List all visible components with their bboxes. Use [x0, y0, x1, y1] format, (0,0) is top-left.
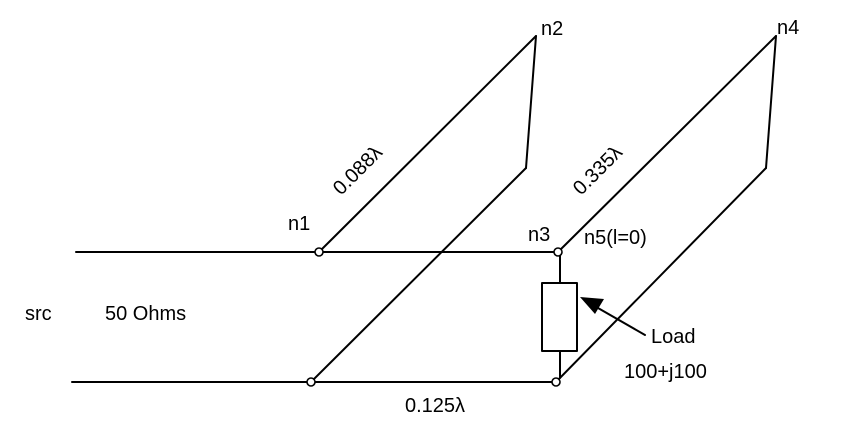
- stub2-short-end: [765, 35, 777, 169]
- source-label: src: [25, 303, 52, 325]
- node-bottom-left: [306, 377, 316, 387]
- stub1-upper-wire: [318, 35, 537, 253]
- node-n5-label: n5(l=0): [584, 227, 647, 249]
- stub2-length-label: 0.335λ: [569, 142, 627, 200]
- line-length-label: 0.125λ: [405, 395, 465, 417]
- load-pointer-line: [597, 307, 646, 336]
- load-value-label: 100+j100: [624, 361, 707, 383]
- stub1-short-end: [525, 35, 537, 169]
- stub1-length-label: 0.088λ: [329, 142, 387, 200]
- stub1-lower-wire: [310, 167, 527, 383]
- node-n3: [553, 247, 563, 257]
- node-n4-label: n4: [777, 17, 799, 39]
- node-n1: [314, 247, 324, 257]
- node-n3-label: n3: [528, 224, 550, 246]
- stub2-upper-wire: [557, 35, 777, 253]
- node-n1-label: n1: [288, 213, 310, 235]
- source-impedance-label: 50 Ohms: [105, 303, 186, 325]
- load-resistor: [541, 282, 578, 352]
- load-label: Load: [651, 326, 696, 348]
- stub2-lower-wire: [555, 167, 767, 383]
- load-pointer-arrowhead: [580, 297, 604, 314]
- node-n2-label: n2: [541, 18, 563, 40]
- node-bottom-right: [551, 377, 561, 387]
